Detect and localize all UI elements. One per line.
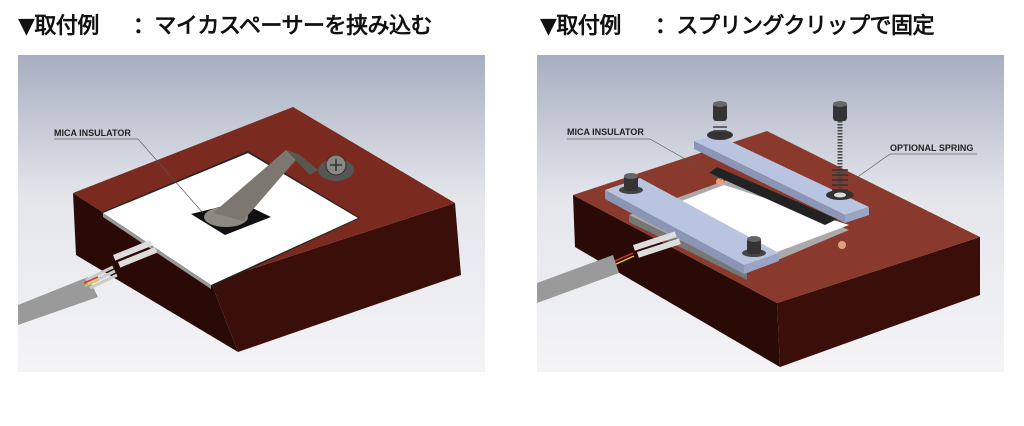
cap-screw-icon bbox=[619, 101, 847, 257]
heading-title: ：スプリングクリップで固定 bbox=[654, 14, 935, 39]
callout-leader bbox=[848, 153, 891, 184]
callout-optional-spring: OPTIONAL SPRING bbox=[890, 143, 973, 153]
mica-spacer-illustration: MICA INSULATOR bbox=[18, 55, 485, 372]
heading-prefix: ▼取付例 bbox=[18, 14, 99, 39]
lead-cable bbox=[18, 240, 158, 325]
mount-hole bbox=[838, 241, 846, 249]
mica-spacer-render: MICA INSULATOR bbox=[18, 55, 485, 372]
mica-insulator bbox=[679, 185, 849, 252]
clamp-bar-rear bbox=[694, 135, 869, 225]
callout-mica-insulator: MICA INSULATOR bbox=[54, 128, 131, 138]
screw-icon bbox=[318, 154, 354, 181]
spring-clip-illustration: MICA INSULATOR OPTIONAL SPRING bbox=[537, 55, 1004, 372]
callout-leader bbox=[137, 138, 204, 214]
heading-prefix: ▼取付例 bbox=[540, 14, 621, 39]
example-1-heading: ▼取付例 ：マイカスペーサーを挟み込む bbox=[18, 8, 432, 40]
lead-cable bbox=[537, 231, 681, 303]
callout-mica-insulator: MICA INSULATOR bbox=[567, 127, 644, 137]
example-2-heading: ▼取付例 ：スプリングクリップで固定 bbox=[540, 8, 934, 40]
spring-clip bbox=[204, 150, 318, 227]
spring-clip-render: MICA INSULATOR OPTIONAL SPRING bbox=[537, 55, 1004, 372]
heading-title: ：マイカスペーサーを挟み込む bbox=[132, 14, 433, 39]
spring-icon bbox=[826, 121, 854, 200]
callout-leader bbox=[649, 138, 723, 181]
